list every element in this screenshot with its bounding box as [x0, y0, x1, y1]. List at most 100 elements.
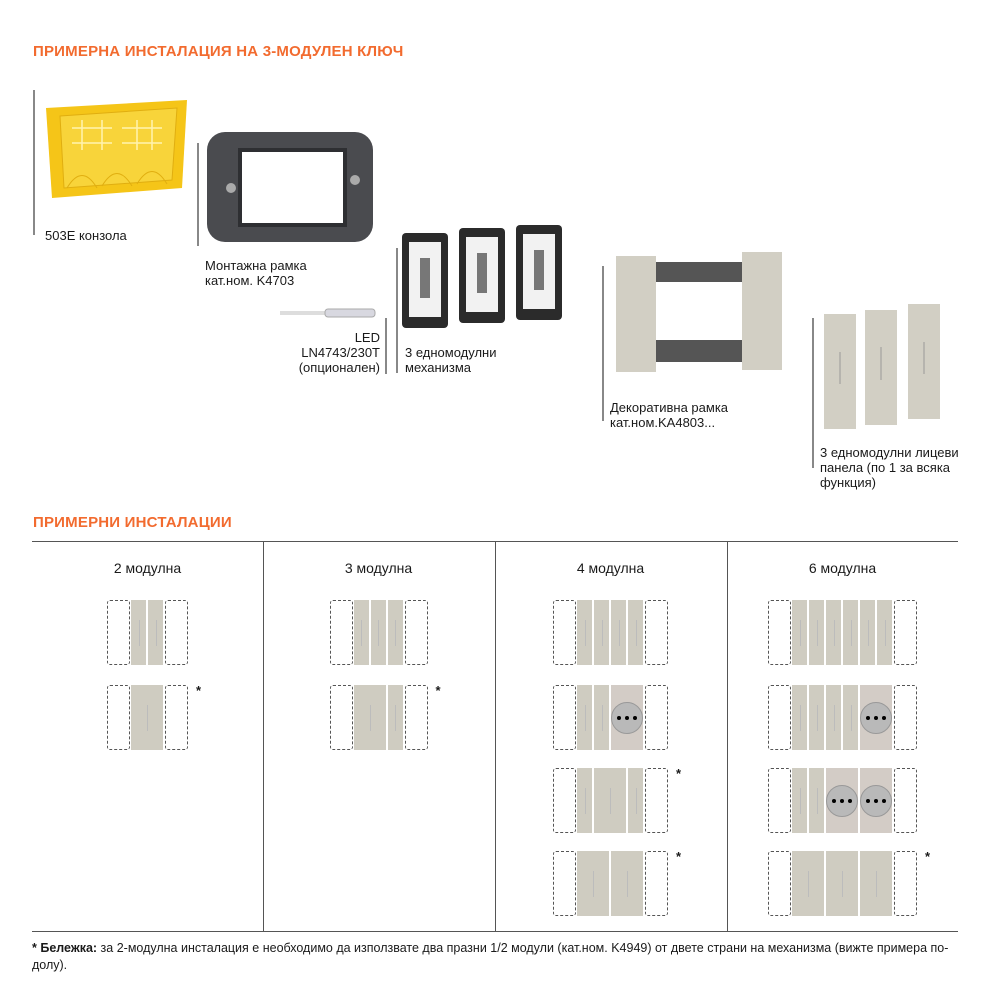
- panel-slit: [584, 619, 586, 646]
- column-divider: [727, 542, 728, 932]
- section-title-example-installation: ПРИМЕРНА ИНСТАЛАЦИЯ НА 3-МОДУЛЕН КЛЮЧ: [33, 43, 404, 60]
- panel-slit: [842, 870, 843, 897]
- socket-panel: [611, 685, 643, 750]
- face-panels-image: [824, 304, 940, 429]
- panel-slit: [147, 704, 148, 731]
- column-title: 3 модулна: [344, 560, 413, 576]
- box-label: 503E конзола: [45, 228, 127, 243]
- panel-slit: [395, 704, 396, 731]
- blank-half-module: [165, 600, 188, 665]
- socket-icon: [860, 784, 892, 817]
- blank-half-module: [645, 768, 668, 833]
- switch-panel: [628, 768, 643, 833]
- panel-slit: [618, 619, 620, 646]
- switch-panel: [131, 600, 146, 665]
- switch-panel: [860, 600, 875, 665]
- blank-half-module: [894, 851, 917, 916]
- note-asterisk: *: [676, 849, 682, 864]
- socket-panel: [860, 685, 892, 750]
- divider: [33, 90, 35, 235]
- note-asterisk: *: [196, 683, 202, 698]
- switch-panel: [577, 768, 592, 833]
- panel-slit: [808, 870, 809, 897]
- blank-half-module: [329, 600, 353, 665]
- note-asterisk: *: [435, 683, 441, 698]
- panel-slit: [816, 619, 818, 646]
- switch-panel: [577, 600, 592, 665]
- footnote: * Бележка: за 2-модулна инсталация е нео…: [32, 940, 962, 974]
- column-divider: [263, 542, 264, 932]
- panel-slit: [593, 870, 594, 897]
- panel-slit: [850, 619, 852, 646]
- socket-icon: [826, 784, 858, 817]
- panel-slit: [833, 704, 835, 731]
- blank-half-module: [768, 768, 791, 833]
- panel-slit: [833, 619, 835, 646]
- panel-slit: [816, 704, 818, 731]
- blank-half-module: [768, 685, 791, 750]
- wall-box-image: [46, 100, 187, 198]
- divider: [197, 143, 199, 246]
- switch-panel: [792, 768, 807, 833]
- switch-panel: [843, 685, 858, 750]
- blank-half-module: [165, 685, 188, 750]
- switch-panel: [792, 685, 807, 750]
- blank-half-module: [894, 685, 917, 750]
- blank-half-module: [645, 600, 668, 665]
- divider: [602, 266, 604, 421]
- panel-slit: [361, 619, 362, 646]
- panel-slit: [369, 704, 371, 731]
- note-prefix: * Бележка:: [32, 941, 98, 955]
- switch-panel: [826, 851, 858, 916]
- blank-half-module: [645, 851, 668, 916]
- switch-panel: [877, 600, 892, 665]
- socket-panel: [860, 768, 892, 833]
- blank-half-module: [894, 600, 917, 665]
- blank-half-module: [404, 600, 428, 665]
- table-bottom-line: [32, 931, 958, 932]
- switch-panel: [826, 685, 841, 750]
- switch-panel: [577, 685, 592, 750]
- switch-panel: [594, 685, 609, 750]
- switch-panel: [577, 851, 609, 916]
- led-image: [280, 308, 376, 318]
- section-title-examples: ПРИМЕРНИ ИНСТАЛАЦИИ: [33, 514, 232, 531]
- panel-slit: [635, 619, 637, 646]
- panel-slit: [138, 619, 140, 646]
- switch-panel: [792, 851, 824, 916]
- panel-slit: [876, 870, 877, 897]
- panel-slit: [816, 787, 818, 814]
- panel-slit: [155, 619, 157, 646]
- panel-slit: [584, 787, 586, 814]
- switch-panel: [594, 600, 609, 665]
- switch-panel: [353, 600, 369, 665]
- blank-half-module: [404, 685, 428, 750]
- note-asterisk: *: [925, 849, 931, 864]
- switch-panel: [809, 685, 824, 750]
- panel-slit: [627, 870, 628, 897]
- blank-half-module: [553, 685, 576, 750]
- panel-slit: [799, 704, 801, 731]
- switch-panel: [148, 600, 163, 665]
- decorative-frame-image: [616, 252, 782, 372]
- switch-panel: [809, 768, 824, 833]
- panel-slit: [799, 787, 801, 814]
- switch-panel: [387, 685, 403, 750]
- switch-panel: [809, 600, 824, 665]
- switch-panel: [353, 685, 386, 750]
- socket-icon: [611, 701, 643, 734]
- mounting-frame-image: [207, 132, 373, 242]
- note-asterisk: *: [676, 766, 682, 781]
- panel-slit: [601, 704, 603, 731]
- socket-panel: [826, 768, 858, 833]
- panel-slit: [635, 787, 637, 814]
- panel-slit: [601, 619, 603, 646]
- switch-panel: [843, 600, 858, 665]
- socket-icon: [860, 701, 892, 734]
- switch-panel: [611, 600, 626, 665]
